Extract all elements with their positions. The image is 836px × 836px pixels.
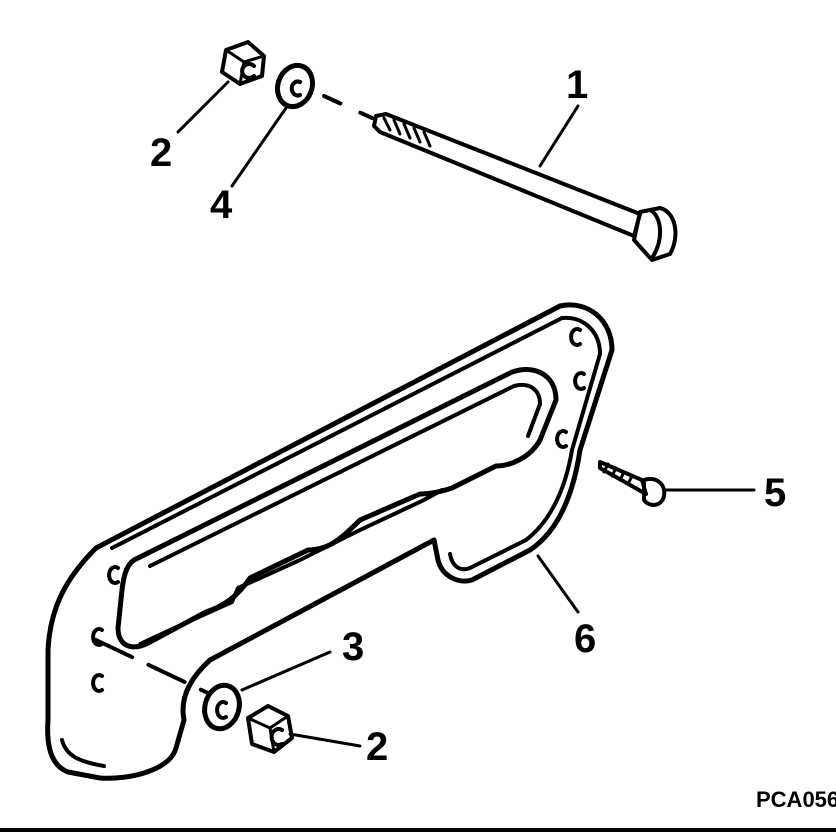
- callout-4: 4: [210, 183, 233, 227]
- bolt: [372, 112, 678, 262]
- callout-6: 6: [574, 617, 596, 661]
- callout-5: 5: [764, 471, 786, 515]
- alignment-line-top: [322, 94, 374, 120]
- leader-lines: [176, 80, 756, 748]
- callout-1: 1: [566, 63, 588, 107]
- screw: [598, 460, 667, 507]
- bottom-border: [0, 828, 836, 832]
- hex-nut-bottom: [246, 704, 294, 754]
- washer-top: [274, 62, 316, 110]
- callout-2-top: 2: [150, 131, 172, 175]
- hex-nut-top: [220, 40, 266, 86]
- alignment-line-bottom: [94, 638, 212, 696]
- callout-2-bottom: 2: [366, 725, 388, 769]
- figure-code: PCA056: [756, 787, 836, 812]
- callout-3: 3: [342, 625, 364, 669]
- washer-bottom: [202, 682, 242, 732]
- plate-holes: [91, 327, 586, 693]
- mounting-plate: [45, 302, 615, 781]
